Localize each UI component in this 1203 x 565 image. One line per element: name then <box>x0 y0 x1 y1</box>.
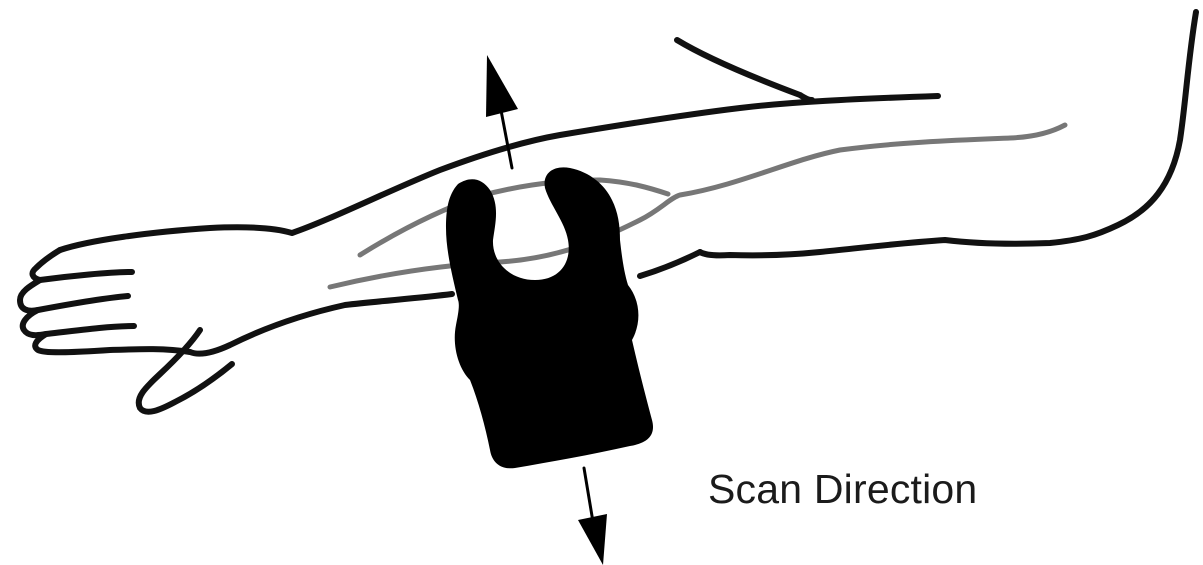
thumb-outline <box>139 330 232 412</box>
arm-lower-contour <box>640 252 700 276</box>
arm-bicep-fold <box>677 40 812 100</box>
scan-direction-label: Scan Direction <box>708 466 977 513</box>
scanner-body <box>446 167 653 468</box>
forearm-lower-contour <box>190 294 452 354</box>
arrow-up-head <box>486 55 518 117</box>
vein-lines <box>330 125 1065 287</box>
finger-line-1 <box>40 272 132 280</box>
finger-line-3 <box>46 326 134 334</box>
arrow-up-shaft <box>500 105 512 168</box>
arm-upper-contour <box>60 96 938 250</box>
vein-branch <box>360 180 668 255</box>
arrow-down-icon <box>578 468 607 565</box>
finger-line-2 <box>38 296 128 310</box>
vein-main <box>330 125 1065 287</box>
vein-scanner-device <box>446 167 653 468</box>
arm-shoulder-contour <box>700 12 1196 255</box>
arrow-down-head <box>578 514 607 565</box>
arrow-down-shaft <box>584 468 593 522</box>
